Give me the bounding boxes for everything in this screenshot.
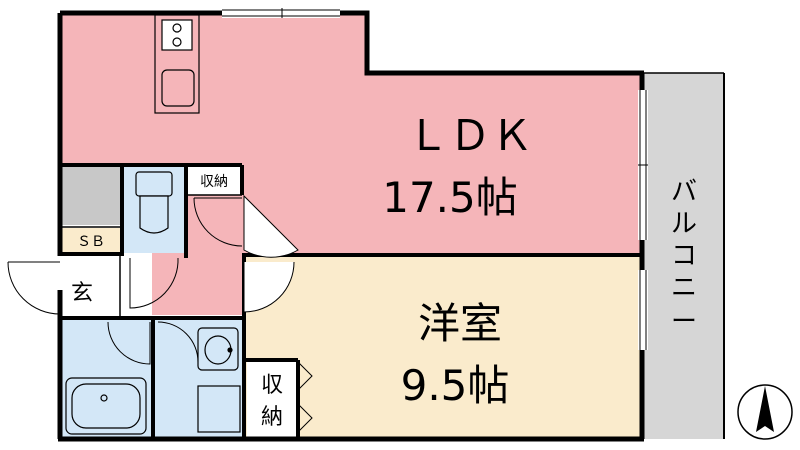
shoe-box-label: ＳＢ [77,234,105,250]
entrance-label: 玄 [71,281,93,306]
ldk-name: ＬＤＫ [407,111,533,160]
interior-walls [58,163,642,439]
shoe-box-area [60,228,122,254]
svg-text:バ: バ [671,177,697,207]
svg-text:ー: ー [671,307,697,337]
balcony-label: バ ル コ ニ ー [671,177,697,337]
storage-top-area [186,167,242,195]
top-window [222,8,340,18]
storage-top-label: 収納 [200,174,228,190]
storage-bottom-area [247,360,297,437]
washer-pan-icon [197,385,241,433]
ldk-room [60,13,642,315]
balcony-area [644,73,724,439]
storage-bottom-label-2: 納 [261,405,283,430]
svg-text:ニ: ニ [671,273,697,303]
svg-text:ル: ル [671,209,697,239]
washbasin-icon [197,327,239,371]
western-room [244,255,642,437]
north-arrow-icon [737,384,793,440]
storage-bottom-label-1: 収 [261,373,283,398]
storage-cupboard [60,167,122,225]
stove-icon [154,14,200,114]
bathtub-icon [65,377,147,435]
ldk-size: 17.5帖 [382,173,518,222]
thin-lines [60,194,242,318]
balcony-door-lower [638,270,648,350]
svg-text:コ: コ [671,241,697,271]
balcony-door-upper [638,90,648,240]
toilet-icon [135,171,173,234]
western-name: 洋室 [418,299,502,348]
door-swings [7,194,313,433]
western-size: 9.5帖 [401,361,510,410]
entrance-area [60,256,120,316]
